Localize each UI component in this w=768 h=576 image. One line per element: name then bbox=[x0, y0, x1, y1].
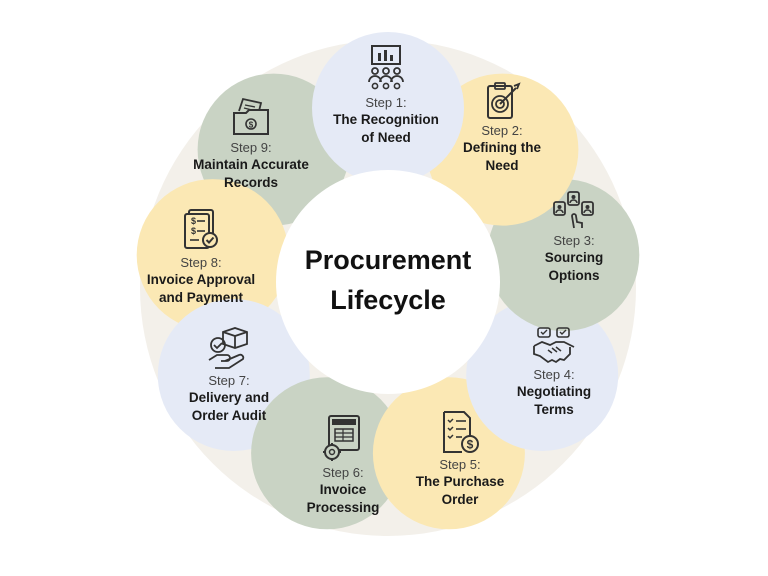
step-9: $ Step 9: Maintain Accurate Records bbox=[176, 97, 326, 192]
handshake-icon bbox=[533, 327, 575, 364]
step-5: $ Step 5: The Purchase Order bbox=[385, 410, 535, 509]
target-clipboard-icon bbox=[487, 82, 521, 119]
step-8-name: Invoice Approval and Payment bbox=[146, 272, 256, 305]
step-3-number: Step 3: bbox=[553, 233, 595, 248]
step-6: Step 6: Invoice Processing bbox=[268, 414, 418, 517]
title-line-1: Procurement bbox=[304, 245, 472, 275]
step-2: Step 2: Defining the Need bbox=[427, 82, 577, 175]
step-5-number: Step 5: bbox=[439, 457, 481, 472]
step-8: $ $ Step 8: Invoice Approval and Payment bbox=[126, 208, 276, 307]
step-9-name: Maintain Accurate Records bbox=[193, 157, 309, 190]
step-8-segment bbox=[136, 179, 289, 332]
step-4-number: Step 4: bbox=[533, 367, 575, 382]
package-delivery-icon bbox=[208, 327, 248, 369]
svg-text:$: $ bbox=[249, 121, 254, 130]
step-7-name: Delivery and Order Audit bbox=[188, 390, 270, 423]
step-4-name: Negotiating Terms bbox=[516, 384, 592, 417]
svg-text:$: $ bbox=[191, 216, 196, 226]
svg-text:$: $ bbox=[191, 226, 196, 236]
diagram-title: Procurement Lifecycle bbox=[288, 240, 488, 320]
step-5-name: The Purchase Order bbox=[415, 474, 505, 507]
step-8-number: Step 8: bbox=[180, 255, 222, 270]
purchase-order-icon: $ bbox=[443, 411, 479, 453]
step-3-name: Sourcing Options bbox=[544, 250, 604, 283]
step-2-number: Step 2: bbox=[481, 123, 523, 138]
step-3: Step 3: Sourcing Options bbox=[499, 190, 649, 285]
title-line-2: Lifecycle bbox=[330, 285, 446, 315]
step-6-number: Step 6: bbox=[322, 465, 364, 480]
svg-text:$: $ bbox=[467, 438, 474, 452]
records-folder-icon: $ bbox=[233, 97, 269, 135]
step-4-segment bbox=[466, 299, 619, 451]
approved-document-icon: $ $ bbox=[184, 209, 218, 249]
supplier-selection-icon bbox=[553, 191, 594, 229]
step-7-number: Step 7: bbox=[208, 373, 250, 388]
step-2-segment bbox=[426, 73, 579, 226]
center-circle bbox=[276, 170, 500, 394]
step-9-number: Step 9: bbox=[230, 140, 272, 155]
step-4: Step 4: Negotiating Terms bbox=[479, 326, 629, 419]
step-1: Step 1: The Recognition of Need bbox=[311, 44, 461, 147]
presentation-audience-icon bbox=[368, 45, 404, 90]
step-1-number: Step 1: bbox=[365, 95, 407, 110]
step-7: Step 7: Delivery and Order Audit bbox=[154, 326, 304, 425]
invoice-gear-icon bbox=[323, 415, 360, 461]
step-1-name: The Recognition of Need bbox=[333, 112, 439, 145]
step-6-name: Invoice Processing bbox=[306, 482, 380, 515]
step-2-name: Defining the Need bbox=[463, 140, 541, 173]
step-1-segment bbox=[312, 32, 464, 184]
